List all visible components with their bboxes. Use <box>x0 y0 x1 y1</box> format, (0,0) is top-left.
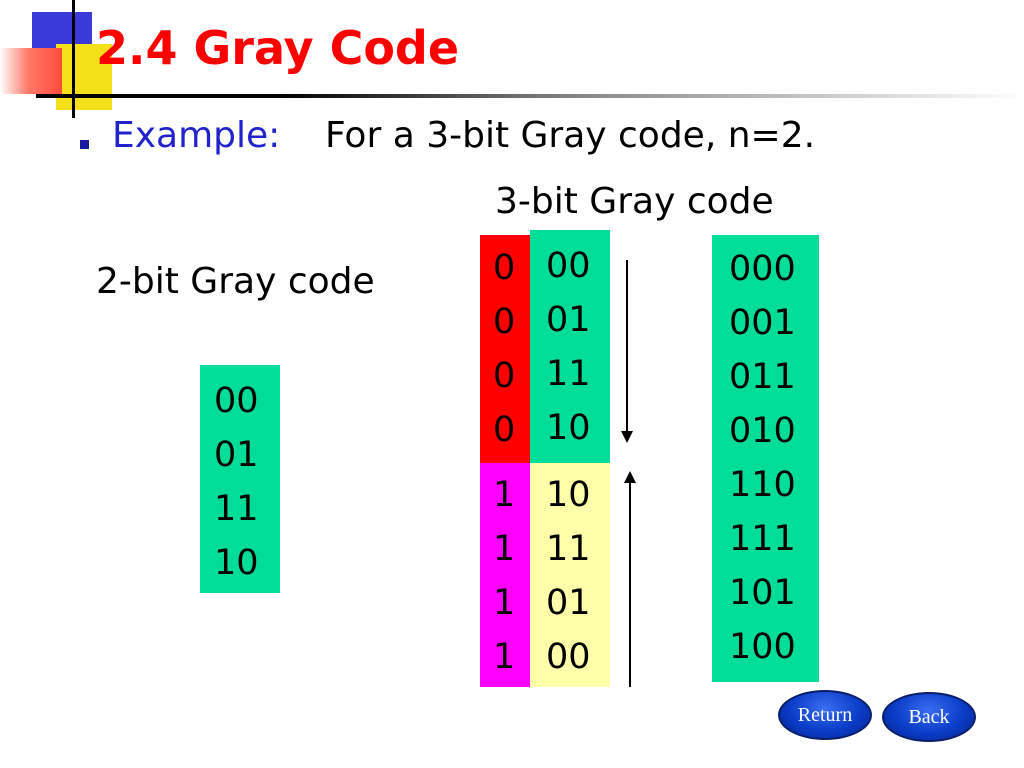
code-item: 001 <box>729 303 796 343</box>
code-item: 000 <box>729 249 796 289</box>
arrow-up-icon <box>624 471 636 687</box>
prefix-bit: 0 <box>493 248 516 288</box>
code-item: 010 <box>729 411 796 451</box>
code-item: 00 <box>546 637 591 677</box>
prefix-zero-list: 0 0 0 0 <box>493 241 515 457</box>
back-button[interactable]: Back <box>882 692 976 742</box>
three-bit-label: 3-bit Gray code <box>495 181 774 222</box>
prefix-bit: 0 <box>493 356 516 396</box>
three-bit-code-box <box>712 235 819 682</box>
code-item: 01 <box>214 435 259 475</box>
code-item: 011 <box>729 357 796 397</box>
example-text: For a 3-bit Gray code, n=2. <box>325 115 816 156</box>
slide-title: 2.4 Gray Code <box>96 21 460 75</box>
code-item: 01 <box>546 583 591 623</box>
prefix-one-box <box>480 463 530 687</box>
code-item: 100 <box>729 627 796 667</box>
header-decoration-yellow <box>56 44 112 110</box>
arrow-down-icon <box>621 260 633 443</box>
return-button[interactable]: Return <box>778 690 872 740</box>
prefix-bit: 0 <box>493 302 516 342</box>
upper-codes-box <box>530 230 610 463</box>
prefix-bit: 1 <box>493 475 516 515</box>
bullet-square-icon <box>80 140 89 149</box>
code-item: 10 <box>546 408 591 448</box>
code-item: 11 <box>546 529 591 569</box>
prefix-one-list: 1 1 1 1 <box>493 468 515 684</box>
three-bit-code-list: 000 001 011 010 110 111 101 100 <box>729 242 796 674</box>
code-item: 11 <box>214 489 259 529</box>
two-bit-code-list: 00 01 11 10 <box>214 374 259 590</box>
example-label: Example: <box>112 115 281 156</box>
lower-codes-box <box>530 463 610 687</box>
two-bit-code-box <box>200 365 280 593</box>
two-bit-label: 2-bit Gray code <box>96 261 375 302</box>
header-decoration-red <box>0 48 62 94</box>
prefix-zero-box <box>480 235 530 463</box>
reflection-arrows <box>621 260 636 687</box>
lower-codes-list: 10 11 01 00 <box>546 468 591 684</box>
header-horizontal-rule <box>36 94 1024 98</box>
code-item: 10 <box>546 475 591 515</box>
code-item: 111 <box>729 519 796 559</box>
prefix-bit: 1 <box>493 529 516 569</box>
code-item: 10 <box>214 543 259 583</box>
code-item: 00 <box>214 381 259 421</box>
header-vertical-rule <box>72 0 75 118</box>
code-item: 11 <box>546 354 591 394</box>
upper-codes-list: 00 01 11 10 <box>546 239 591 455</box>
code-item: 00 <box>546 246 591 286</box>
code-item: 101 <box>729 573 796 613</box>
code-item: 110 <box>729 465 796 505</box>
prefix-bit: 1 <box>493 637 516 677</box>
code-item: 01 <box>546 300 591 340</box>
prefix-bit: 1 <box>493 583 516 623</box>
prefix-bit: 0 <box>493 410 516 450</box>
